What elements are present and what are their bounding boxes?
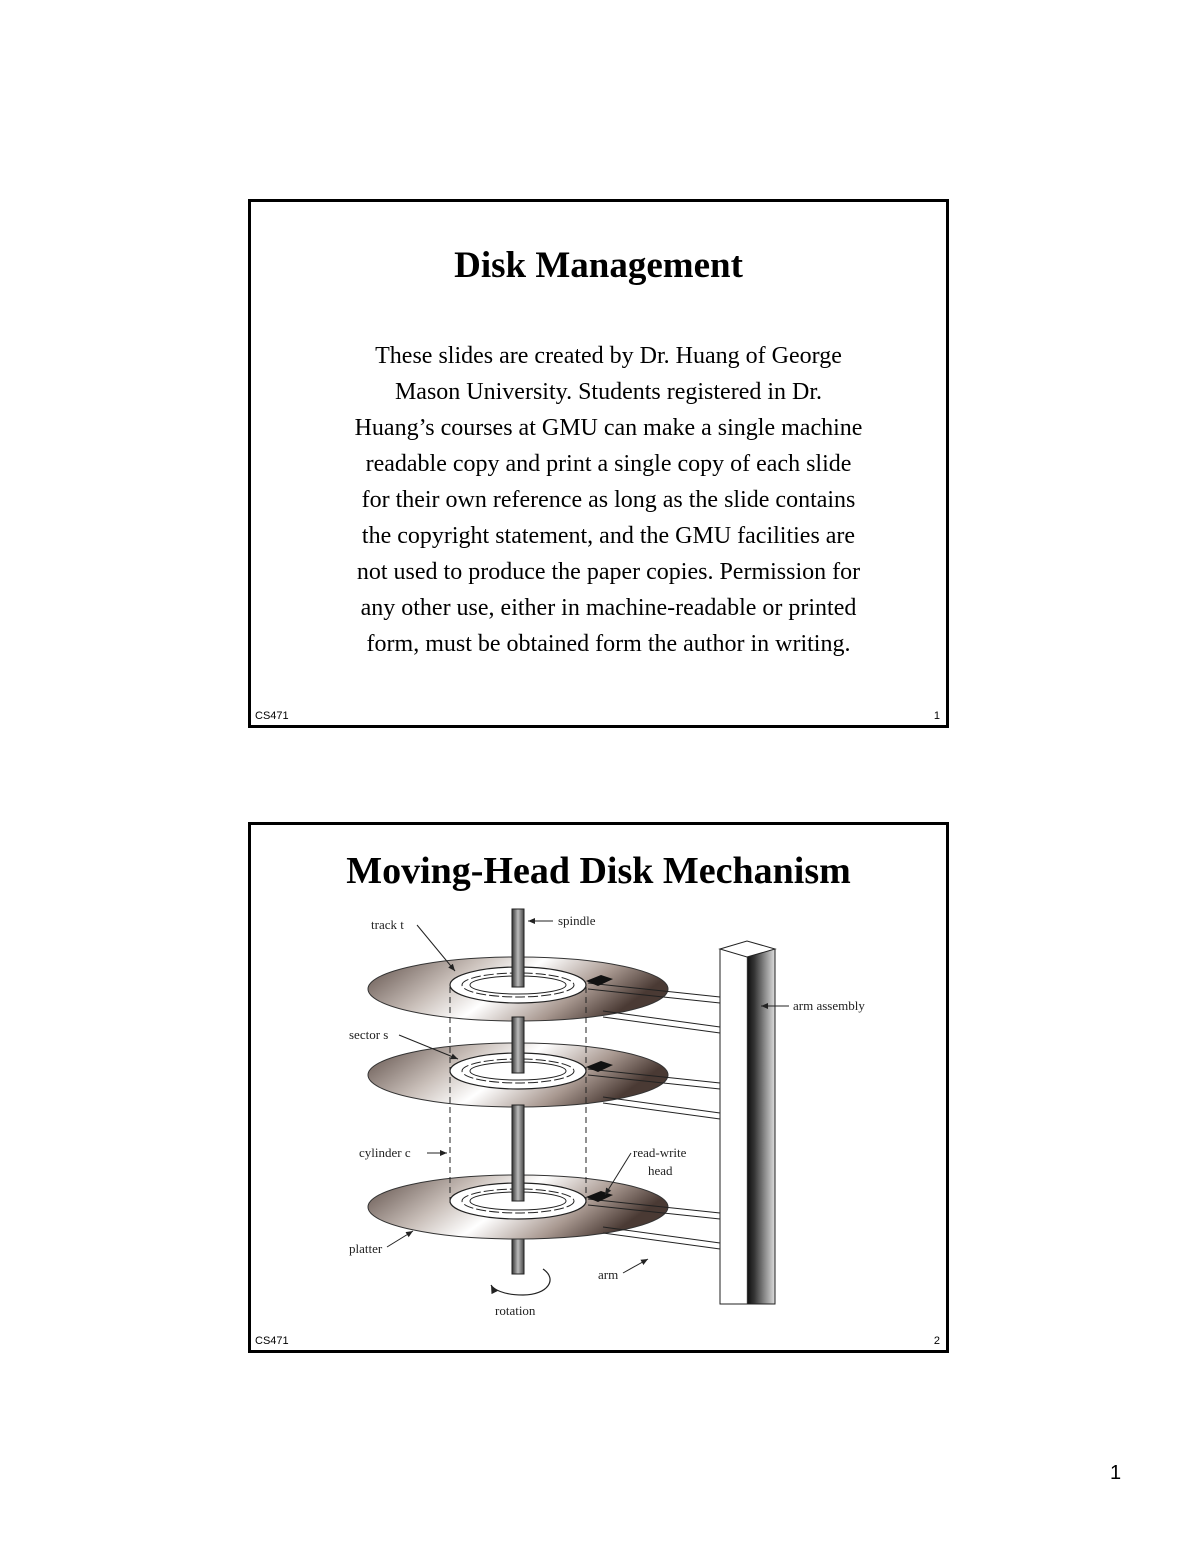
slide-title: Moving-Head Disk Mechanism [346,850,851,892]
label-head: head [648,1163,673,1178]
platter-bottom [367,1104,669,1240]
label-arm: arm [598,1267,618,1282]
rotation-arrow [490,1268,551,1296]
slide-title: Disk Management [454,245,743,286]
slide-1: Disk Management These slides are created… [248,199,949,728]
read-write-head [586,1061,613,1072]
label-sector: sector s [349,1027,388,1042]
label-arm-assembly: arm assembly [793,998,865,1013]
disk-mechanism-diagram: track t spindle arm assembly sector s cy… [349,908,865,1318]
label-spindle: spindle [558,913,596,928]
body-line: not used to produce the paper copies. Pe… [356,559,861,585]
body-line: for their own reference as long as the s… [361,487,856,513]
read-write-head [586,975,613,986]
body-line: Huang’s courses at GMU can make a single… [354,415,863,441]
body-line: the copyright statement, and the GMU fac… [361,523,856,549]
slide-number: 1 [933,710,940,722]
page-number: 1 [1110,1462,1122,1484]
course-label: CS471 [255,1335,289,1347]
body-line: These slides are created by Dr. Huang of… [375,343,842,369]
body-line: any other use, either in machine-readabl… [360,595,857,621]
platter-top [367,908,669,1022]
label-rotation: rotation [495,1303,536,1318]
label-platter: platter [349,1241,383,1256]
label-track: track t [371,917,404,932]
course-label: CS471 [255,710,289,722]
platter-middle [367,1016,669,1108]
arms [587,982,721,1250]
label-read-write: read-write [633,1145,687,1160]
arm-assembly [718,940,777,1305]
slide-number: 2 [933,1335,940,1347]
body-line: Mason University. Students registered in… [394,379,823,405]
body-line: form, must be obtained form the author i… [366,631,851,657]
body-line: readable copy and print a single copy of… [365,451,852,477]
slide-2: Moving-Head Disk Mechanism [248,822,949,1353]
label-cylinder: cylinder c [359,1145,411,1160]
copyright-statement: These slides are created by Dr. Huang of… [311,338,906,662]
